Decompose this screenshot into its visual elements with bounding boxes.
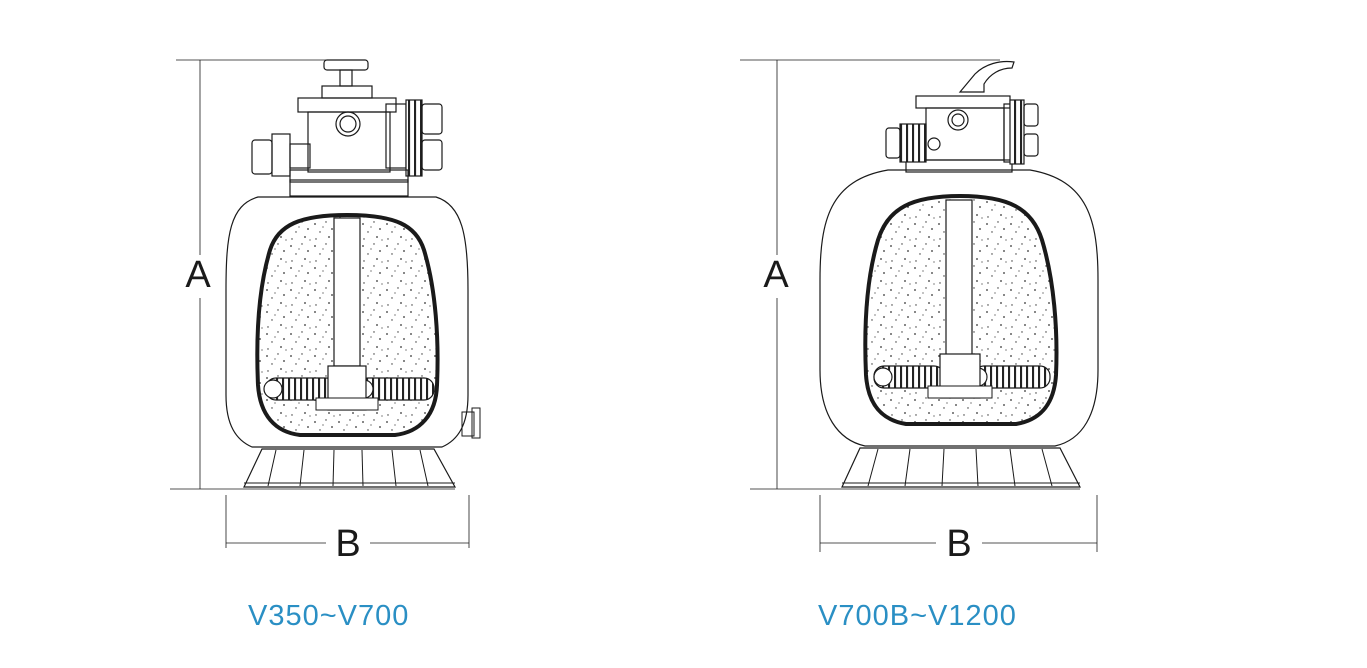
base-ribs (244, 449, 455, 487)
dim-a-label-right: A (763, 254, 789, 296)
model-caption-right: V700B~V1200 (818, 600, 1017, 632)
tank-base-2 (841, 447, 1081, 488)
multiport-valve (251, 59, 443, 183)
tank-body (225, 196, 469, 448)
lateral-hub-base (315, 397, 379, 411)
center-pipe (333, 217, 361, 367)
tank-body-2 (819, 169, 1099, 447)
lateral-cap-left-2 (873, 367, 893, 387)
base-ribs-2 (842, 448, 1080, 487)
filter-right (740, 59, 1099, 552)
drain-cap (471, 407, 481, 439)
center-pipe-2 (945, 199, 973, 357)
dim-a-label-left: A (185, 254, 211, 296)
tank-base (243, 448, 457, 488)
lateral-cap-left (263, 379, 283, 399)
model-caption-left: V350~V700 (248, 600, 410, 632)
tank-neck (289, 179, 409, 197)
multiport-valve-2 (885, 60, 1039, 165)
dim-b-label-right: B (946, 523, 971, 565)
dim-b-label-left: B (335, 523, 360, 565)
lateral-hub-base-2 (927, 385, 993, 399)
filter-left (170, 59, 481, 548)
drain-plug (461, 411, 475, 437)
